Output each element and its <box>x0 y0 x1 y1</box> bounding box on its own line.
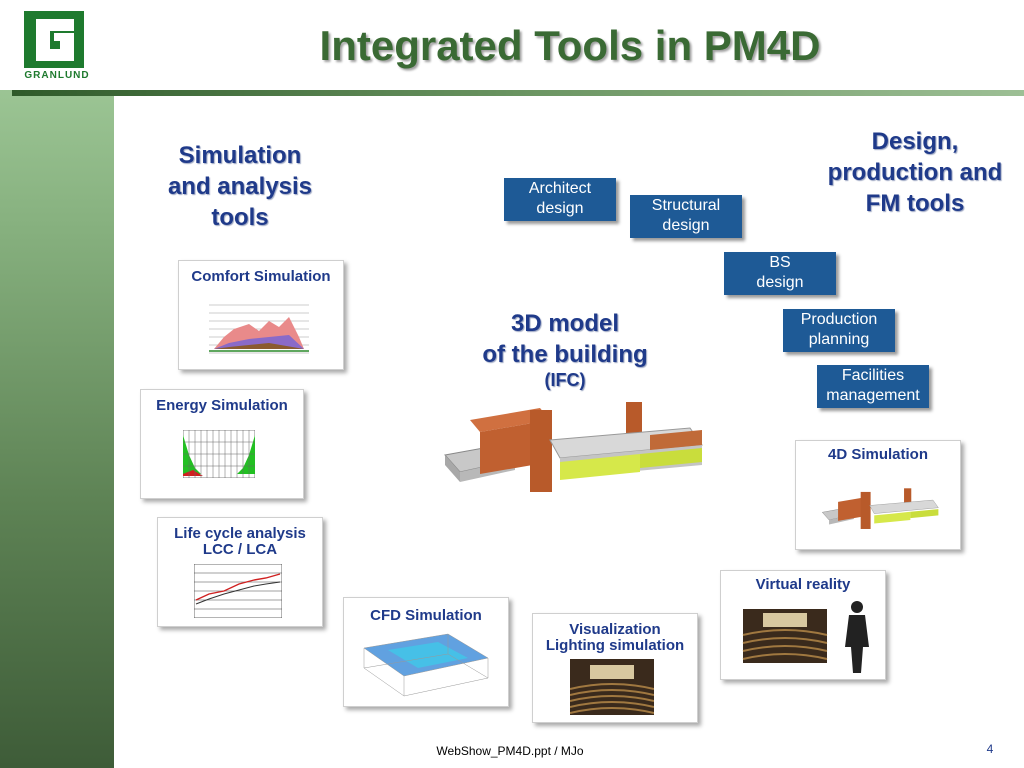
heading-line: of the building <box>482 341 648 368</box>
box-line: Architect <box>528 180 592 197</box>
heading-line: Simulation <box>178 142 302 169</box>
heading-line: and analysis <box>167 173 313 200</box>
box-line: BS <box>769 254 791 271</box>
card-title: CFD Simulation <box>344 608 508 624</box>
auditorium-rendering-thumbnail <box>570 659 654 715</box>
card-title-line: Comfort Simulation <box>191 268 331 285</box>
energy-chart-thumbnail <box>183 430 255 478</box>
virtual-reality-thumbnail <box>742 601 869 673</box>
logo-text: GRANLUND <box>24 70 90 81</box>
design-tools-heading: Design, production and FM tools <box>810 126 1020 219</box>
title-underline <box>12 90 1024 96</box>
heading-line: 3D model <box>510 310 620 337</box>
box-line: Production <box>800 311 878 328</box>
visualization-card: Visualization Lighting simulation <box>532 613 698 723</box>
card-title: 4D Simulation <box>796 447 960 463</box>
green-side-bar <box>0 0 114 768</box>
box-line: design <box>662 217 710 234</box>
cfd-thumbnail <box>363 633 489 697</box>
box-line: management <box>826 387 920 404</box>
card-title-line: LCC / LCA <box>202 541 278 558</box>
heading-line: tools <box>211 204 269 231</box>
card-title: Energy Simulation <box>141 398 303 414</box>
card-title-line: Lighting simulation <box>545 637 685 654</box>
structural-design-box: Structural design <box>630 195 742 238</box>
page-number: 4 <box>986 742 994 756</box>
box-line: Structural <box>651 197 721 214</box>
lca-chart-thumbnail <box>194 564 282 618</box>
production-planning-box: Production planning <box>783 309 895 352</box>
comfort-simulation-card: Comfort Simulation <box>178 260 344 370</box>
card-title-line: Life cycle analysis <box>174 525 306 542</box>
box-line: Facilities <box>841 367 905 384</box>
energy-simulation-card: Energy Simulation <box>140 389 304 499</box>
card-title-line: CFD Simulation <box>370 607 482 624</box>
card-title-line: Virtual reality <box>755 576 851 593</box>
card-title: Virtual reality <box>721 577 885 593</box>
4d-model-thumbnail <box>821 488 939 529</box>
card-title: Visualization Lighting simulation <box>533 622 697 654</box>
architect-design-box: Architect design <box>504 178 616 221</box>
slide-title: Integrated Tools in PM4D <box>319 22 821 69</box>
comfort-chart-thumbnail <box>209 304 309 354</box>
card-title: Life cycle analysis LCC / LCA <box>158 526 322 558</box>
bs-design-box: BS design <box>724 252 836 295</box>
granlund-g-logo-icon <box>24 11 84 68</box>
building-3d-model-image <box>444 402 703 492</box>
footer-text: WebShow_PM4D.ppt / MJo <box>436 744 584 758</box>
facilities-management-box: Facilities management <box>817 365 929 408</box>
granlund-logo: GRANLUND <box>0 0 114 90</box>
heading-line: production and <box>827 159 1003 186</box>
simulation-tools-heading: Simulation and analysis tools <box>150 140 330 233</box>
model-subheading: (IFC) <box>544 370 586 390</box>
card-title-line: Energy Simulation <box>156 397 288 414</box>
cfd-simulation-card: CFD Simulation <box>343 597 509 707</box>
heading-line: FM tools <box>865 190 965 217</box>
virtual-reality-card: Virtual reality <box>720 570 886 680</box>
card-title-line: Visualization <box>569 621 661 638</box>
model-heading: 3D model of the building <box>460 308 670 370</box>
box-line: planning <box>808 331 870 348</box>
card-title-line: 4D Simulation <box>827 446 928 463</box>
box-line: design <box>536 200 584 217</box>
life-cycle-analysis-card: Life cycle analysis LCC / LCA <box>157 517 323 627</box>
box-line: design <box>756 274 804 291</box>
card-title: Comfort Simulation <box>179 269 343 285</box>
heading-line: Design, <box>871 128 959 155</box>
4d-simulation-card: 4D Simulation <box>795 440 961 550</box>
